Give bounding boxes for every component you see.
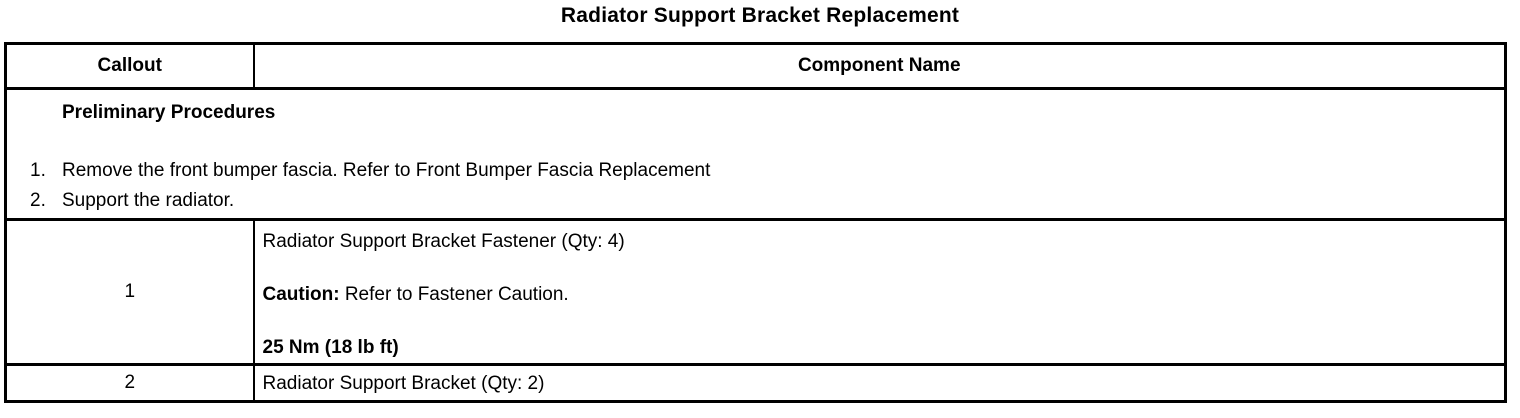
component-name-column-header: Component Name bbox=[253, 43, 1506, 90]
table-row: 2 Radiator Support Bracket (Qty: 2) bbox=[5, 364, 1506, 402]
preliminary-step-2: 2. Support the radiator. bbox=[7, 186, 1496, 216]
step-text: Remove the front bumper fascia. Refer to… bbox=[62, 160, 711, 181]
page: Radiator Support Bracket Replacement Cal… bbox=[4, 4, 1507, 403]
callout-number-cell: 1 bbox=[5, 219, 255, 365]
component-name-text: Radiator Support Bracket (Qty: 2) bbox=[262, 372, 545, 394]
page-title: Radiator Support Bracket Replacement bbox=[560, 4, 960, 27]
component-callout-table: Callout Component Name Preliminary Proce… bbox=[4, 42, 1507, 403]
callout-column-header: Callout bbox=[5, 43, 255, 90]
preliminary-procedures-row: Preliminary Procedures 1. Remove the fron… bbox=[5, 88, 1506, 220]
table-row: 1 Radiator Support Bracket Fastener (Qty… bbox=[5, 219, 1506, 365]
preliminary-step-1: 1. Remove the front bumper fascia. Refer … bbox=[7, 156, 1496, 186]
callout-number-cell: 2 bbox=[5, 364, 255, 402]
table-header-row: Callout Component Name bbox=[5, 43, 1506, 90]
preliminary-procedures-heading: Preliminary Procedures bbox=[62, 102, 276, 123]
component-name-cell: Radiator Support Bracket (Qty: 2) bbox=[254, 365, 1506, 402]
component-name-text: Radiator Support Bracket Fastener (Qty: … bbox=[262, 231, 625, 252]
step-number: 1. bbox=[30, 160, 46, 181]
caution-note: Caution: Refer to Fastener Caution. bbox=[263, 282, 1497, 307]
component-name-cell: Radiator Support Bracket Fastener (Qty: … bbox=[254, 220, 1506, 365]
caution-text: Refer to Fastener Caution. bbox=[339, 284, 569, 305]
caution-label: Caution: bbox=[262, 284, 340, 305]
torque-spec-text: 25 Nm (18 lb ft) bbox=[262, 337, 399, 358]
step-number: 2. bbox=[30, 190, 46, 211]
step-text: Support the radiator. bbox=[62, 190, 235, 211]
preliminary-procedures-cell: Preliminary Procedures 1. Remove the fron… bbox=[6, 89, 1506, 220]
